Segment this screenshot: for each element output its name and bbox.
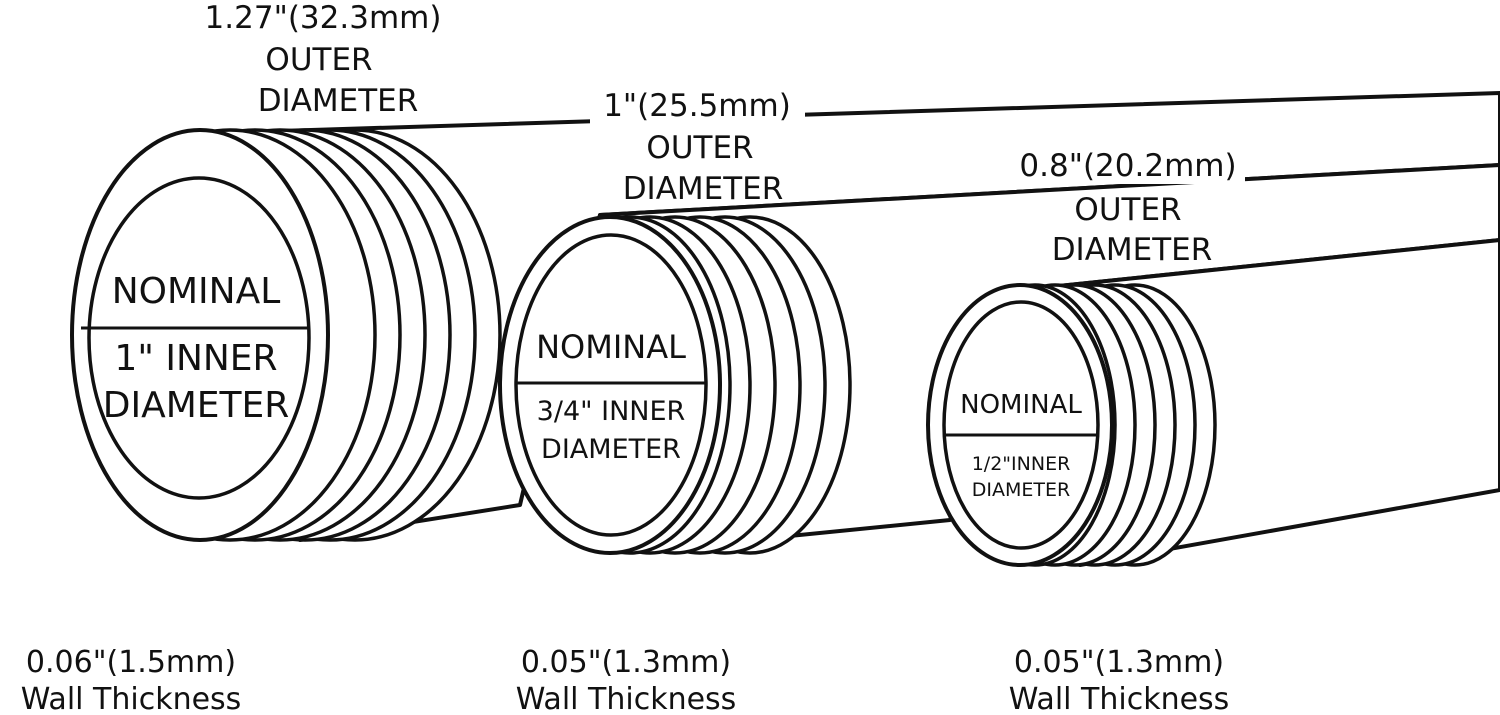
pipe-1-nominal: NOMINAL: [112, 271, 281, 312]
pipe-3-inner-line2: DIAMETER: [972, 479, 1070, 501]
pipe-1-wall-value: 0.06"(1.5mm): [26, 645, 236, 680]
pipe-3-nominal: NOMINAL: [960, 390, 1082, 420]
pipe-2-outer-label-line1: OUTER: [646, 130, 753, 166]
pipe-2-nominal: NOMINAL: [536, 328, 686, 366]
pipe-3-outer-size: 0.8"(20.2mm): [1019, 148, 1236, 184]
pipe-3-inner-line1: 1/2"INNER: [972, 453, 1071, 475]
pipe-1-outer-size: 1.27"(32.3mm): [205, 0, 442, 36]
pipe-3-end-inner: [942, 300, 1100, 550]
pipe-2-wall-label: Wall Thickness: [516, 682, 737, 715]
pipe-3-wall-label: Wall Thickness: [1009, 682, 1230, 715]
pipe-3-wall-value: 0.05"(1.3mm): [1014, 645, 1224, 680]
pipe-2-outer-size: 1"(25.5mm): [603, 88, 791, 124]
pipe-3-outer-label-line2: DIAMETER: [1052, 232, 1213, 268]
pipe-2-end-inner: [514, 233, 708, 537]
pipe-1-wall-label: Wall Thickness: [21, 682, 242, 715]
pipe-2-wall-value: 0.05"(1.3mm): [521, 645, 731, 680]
pipe-1-end-inner: [87, 176, 311, 500]
pipe-2-outer-label-line2: DIAMETER: [623, 171, 784, 207]
pipe-1-outer-label-line1: OUTER: [265, 42, 372, 78]
pipe-2-inner-line1: 3/4" INNER: [537, 396, 686, 427]
pipe-1-inner-line2: DIAMETER: [103, 385, 290, 426]
pipe-2-inner-line2: DIAMETER: [541, 434, 681, 465]
pipe-1-outer-label-line2: DIAMETER: [258, 83, 419, 119]
pipe-1-inner-line1: 1" INNER: [114, 338, 277, 379]
pipe-3-outer-label-line1: OUTER: [1074, 192, 1181, 228]
